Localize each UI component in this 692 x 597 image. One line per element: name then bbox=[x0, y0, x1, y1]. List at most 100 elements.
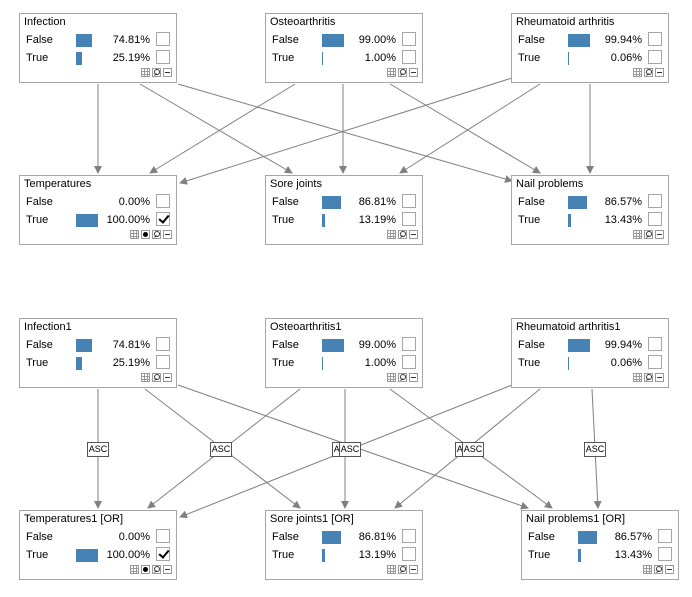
evidence-checkbox[interactable] bbox=[402, 355, 416, 369]
state-label: True bbox=[26, 214, 49, 226]
evidence-checkbox[interactable] bbox=[156, 337, 170, 351]
node-toolbar bbox=[128, 230, 172, 241]
node-title: Sore joints bbox=[270, 178, 322, 190]
node-title: Infection bbox=[24, 16, 66, 28]
node-toolbar bbox=[139, 68, 172, 79]
grid-icon[interactable] bbox=[633, 373, 642, 382]
evidence-checkbox[interactable] bbox=[402, 337, 416, 351]
zoom-icon[interactable] bbox=[152, 373, 161, 382]
state-label: True bbox=[26, 357, 49, 369]
minimize-icon[interactable] bbox=[409, 230, 418, 239]
node-title: Infection1 bbox=[24, 321, 72, 333]
edge-infection-sorejoints bbox=[139, 83, 293, 174]
evidence-checkbox[interactable] bbox=[402, 32, 416, 46]
dot-icon[interactable] bbox=[141, 565, 150, 574]
evidence-checkbox[interactable] bbox=[648, 32, 662, 46]
zoom-icon[interactable] bbox=[152, 565, 161, 574]
evidence-checkbox[interactable] bbox=[658, 529, 672, 543]
probability-bar bbox=[76, 34, 93, 47]
zoom-icon[interactable] bbox=[398, 68, 407, 77]
minimize-icon[interactable] bbox=[655, 68, 664, 77]
zoom-icon[interactable] bbox=[398, 565, 407, 574]
evidence-checkbox[interactable] bbox=[156, 32, 170, 46]
grid-icon[interactable] bbox=[387, 68, 396, 77]
minimize-icon[interactable] bbox=[163, 565, 172, 574]
minimize-icon[interactable] bbox=[655, 230, 664, 239]
minimize-icon[interactable] bbox=[409, 68, 418, 77]
evidence-checkbox[interactable] bbox=[402, 529, 416, 543]
zoom-icon[interactable] bbox=[398, 373, 407, 382]
evidence-checkbox[interactable] bbox=[648, 50, 662, 64]
probability-value: 13.19% bbox=[358, 549, 396, 561]
minimize-icon[interactable] bbox=[409, 373, 418, 382]
minimize-icon[interactable] bbox=[163, 230, 172, 239]
grid-icon[interactable] bbox=[633, 230, 642, 239]
edge-infection-nailproblems bbox=[177, 83, 513, 183]
probability-value: 74.81% bbox=[112, 339, 150, 351]
evidence-checkbox[interactable] bbox=[402, 547, 416, 561]
evidence-checkbox[interactable] bbox=[156, 50, 170, 64]
grid-icon[interactable] bbox=[633, 68, 642, 77]
zoom-icon[interactable] bbox=[398, 230, 407, 239]
evidence-checkbox[interactable] bbox=[156, 529, 170, 543]
zoom-icon[interactable] bbox=[654, 565, 663, 574]
grid-icon[interactable] bbox=[141, 68, 150, 77]
grid-icon[interactable] bbox=[130, 230, 139, 239]
evidence-checkbox[interactable] bbox=[648, 337, 662, 351]
node-title: Temperatures bbox=[24, 178, 92, 190]
zoom-icon[interactable] bbox=[644, 68, 653, 77]
evidence-checkbox[interactable] bbox=[402, 194, 416, 208]
minimize-icon[interactable] bbox=[665, 565, 674, 574]
grid-icon[interactable] bbox=[643, 565, 652, 574]
grid-icon[interactable] bbox=[130, 565, 139, 574]
evidence-checkbox-checked[interactable] bbox=[156, 212, 170, 226]
grid-icon[interactable] bbox=[387, 373, 396, 382]
evidence-checkbox[interactable] bbox=[402, 50, 416, 64]
node-toolbar bbox=[139, 373, 172, 384]
minimize-icon[interactable] bbox=[163, 373, 172, 382]
evidence-checkbox[interactable] bbox=[402, 212, 416, 226]
evidence-checkbox[interactable] bbox=[156, 194, 170, 208]
minimize-icon[interactable] bbox=[409, 565, 418, 574]
probability-bar bbox=[322, 357, 323, 370]
state-label: True bbox=[518, 357, 541, 369]
evidence-checkbox[interactable] bbox=[648, 194, 662, 208]
state-label: True bbox=[272, 214, 295, 226]
evidence-checkbox[interactable] bbox=[156, 355, 170, 369]
probability-value: 25.19% bbox=[112, 357, 150, 369]
grid-icon[interactable] bbox=[387, 230, 396, 239]
state-label: False bbox=[26, 196, 53, 208]
zoom-icon[interactable] bbox=[644, 230, 653, 239]
minimize-icon[interactable] bbox=[163, 68, 172, 77]
grid-icon[interactable] bbox=[141, 373, 150, 382]
evidence-checkbox-checked[interactable] bbox=[156, 547, 170, 561]
zoom-icon[interactable] bbox=[152, 68, 161, 77]
state-label: True bbox=[26, 549, 49, 561]
evidence-checkbox[interactable] bbox=[648, 355, 662, 369]
evidence-checkbox[interactable] bbox=[658, 547, 672, 561]
probability-bar bbox=[76, 52, 82, 65]
minimize-icon[interactable] bbox=[655, 373, 664, 382]
grid-icon[interactable] bbox=[387, 565, 396, 574]
zoom-icon[interactable] bbox=[152, 230, 161, 239]
dot-icon[interactable] bbox=[141, 230, 150, 239]
evidence-checkbox[interactable] bbox=[648, 212, 662, 226]
node-toolbar bbox=[631, 230, 664, 241]
zoom-icon[interactable] bbox=[644, 373, 653, 382]
